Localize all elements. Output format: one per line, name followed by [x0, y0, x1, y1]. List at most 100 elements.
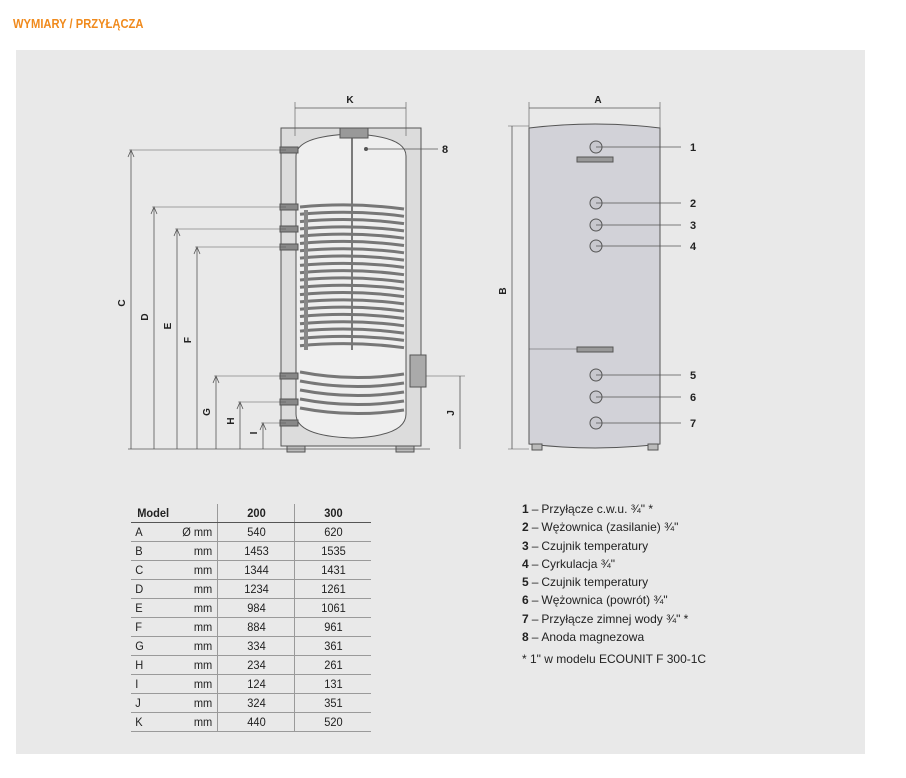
lifting-bar-bottom — [576, 346, 614, 353]
legend-dash: – — [531, 593, 539, 608]
legend-dash: – — [531, 630, 539, 645]
side-flange — [409, 354, 427, 388]
legend-item: 4–Cyrkulacja ¾" — [522, 555, 842, 573]
legend-number: 6 — [522, 593, 529, 608]
legend-text: Wężownica (zasilanie) ¾" — [541, 520, 679, 535]
arrow-head — [193, 245, 201, 255]
column-header-300: 300 — [297, 504, 368, 523]
row-unit: mm — [169, 617, 216, 637]
legend-item: 5–Czujnik temperatury — [522, 573, 842, 591]
dimension-label-e: E — [163, 322, 174, 329]
row-value-200: 234 — [220, 655, 292, 675]
row-value-200: 1453 — [220, 541, 292, 561]
row-unit: Ø mm — [169, 522, 216, 542]
callout-label-7: 7 — [690, 418, 696, 430]
legend-number: 5 — [522, 575, 529, 590]
legend-item: 7–Przyłącze zimnej wody ¾" * — [522, 610, 842, 628]
row-label: A — [132, 522, 166, 542]
dimension-label-f: F — [183, 337, 194, 343]
row-value-200: 324 — [220, 693, 292, 713]
legend-dash: – — [531, 520, 539, 535]
arrow-head — [173, 227, 181, 237]
dimension-label-a: A — [594, 95, 601, 106]
legend-number: 4 — [522, 556, 529, 571]
row-unit: mm — [169, 674, 216, 694]
column-header-model: Model — [134, 504, 215, 523]
row-label: I — [132, 674, 166, 694]
dimension-label-i: I — [249, 431, 260, 434]
dimension-label-d: D — [140, 313, 151, 320]
row-unit: mm — [169, 560, 216, 580]
coil-turn — [299, 298, 405, 306]
row-value-200: 1344 — [220, 560, 292, 580]
legend-number: 1 — [522, 502, 529, 516]
coil-turn — [299, 261, 405, 269]
coil-turn — [299, 247, 405, 255]
legend-text: Przyłącze c.w.u. ¾" * — [541, 502, 654, 516]
lower-coil-turn — [299, 406, 405, 416]
legend-text: Przyłącze zimnej wody ¾" * — [541, 611, 689, 626]
callout-label-1: 1 — [690, 142, 696, 154]
coil-turn — [299, 342, 405, 350]
coil-turn — [299, 210, 405, 218]
coil-turn — [299, 327, 405, 335]
callout-label-4: 4 — [690, 241, 697, 253]
legend-dash: – — [531, 575, 539, 590]
legend-item: 3–Czujnik temperatury — [522, 537, 842, 555]
row-value-200: 1234 — [220, 579, 292, 599]
callout-label-5: 5 — [690, 370, 696, 382]
dimension-label-j: J — [446, 410, 457, 416]
anode-fitting — [339, 127, 369, 139]
lower-coil-turn — [299, 370, 405, 380]
coil-turn — [299, 305, 405, 313]
right-tank-foot-right — [647, 443, 659, 451]
row-label: C — [132, 560, 166, 580]
legend-dash: – — [531, 502, 539, 516]
coil-turn — [299, 225, 405, 233]
coil-turn — [299, 276, 405, 284]
arrow-head — [150, 205, 158, 215]
arrow-head — [236, 400, 244, 410]
row-label: G — [132, 636, 166, 656]
coil-turn — [299, 203, 405, 211]
legend-number: 7 — [522, 611, 529, 626]
right-tank-foot-left — [531, 443, 543, 451]
legend-item: 8–Anoda magnezowa — [522, 628, 842, 646]
row-value-300: 1535 — [297, 541, 368, 561]
coil-turn — [299, 218, 405, 226]
row-value-200: 334 — [220, 636, 292, 656]
legend-number: 8 — [522, 630, 529, 645]
callout-dot-8 — [364, 147, 368, 151]
callout-label-2: 2 — [690, 198, 696, 210]
row-label: H — [132, 655, 166, 675]
row-label: J — [132, 693, 166, 713]
row-unit: mm — [169, 636, 216, 656]
coil-turn — [299, 254, 405, 262]
callout-label-8: 8 — [442, 144, 448, 156]
coil-turn — [299, 312, 405, 320]
legend-dash: – — [531, 538, 539, 553]
legend-footnote: * 1" w modelu ECOUNIT F 300-1C — [522, 652, 707, 667]
row-value-200: 984 — [220, 598, 292, 618]
legend-text: Czujnik temperatury — [541, 575, 649, 590]
dimension-label-h: H — [226, 417, 237, 424]
dimension-label-g: G — [202, 408, 213, 416]
row-unit: mm — [169, 655, 216, 675]
row-unit: mm — [169, 541, 216, 561]
lower-coil-turn — [299, 388, 405, 398]
right-tank-body — [528, 123, 661, 449]
table-header-row: Model 200 300 — [131, 504, 371, 523]
row-value-200: 884 — [220, 617, 292, 637]
row-unit: mm — [169, 579, 216, 599]
dimension-label-k: K — [346, 95, 354, 106]
legend-number: 3 — [522, 538, 529, 553]
legend-dash: – — [531, 611, 539, 626]
